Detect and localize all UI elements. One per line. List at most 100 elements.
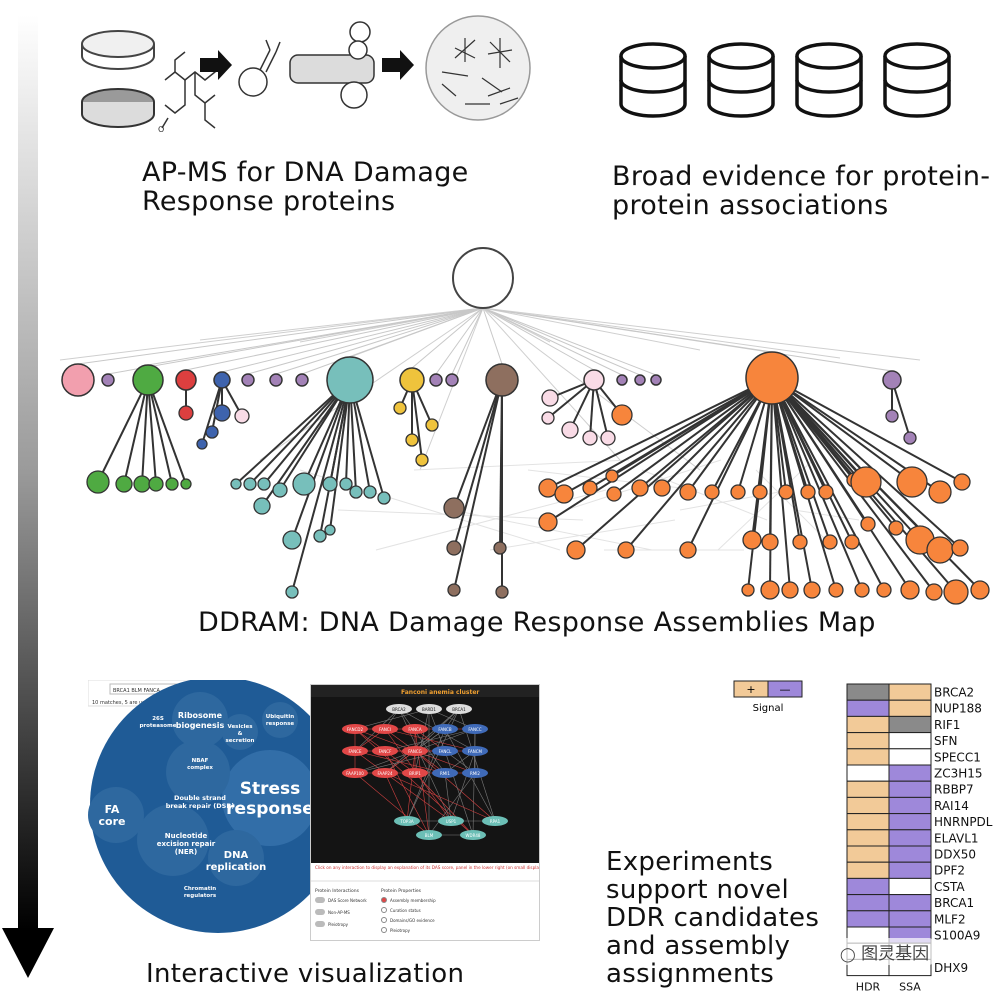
tree-edge [769, 377, 773, 591]
tree-edge [291, 379, 351, 541]
toggle-switch[interactable] [315, 921, 325, 927]
network-node-label: FANCB [438, 727, 451, 732]
tree-node [844, 534, 860, 550]
network-node[interactable] [432, 724, 458, 734]
tree-node [253, 497, 271, 515]
tree-edge [771, 377, 961, 549]
bubble-label-ner[interactable]: excision repair [157, 840, 216, 848]
tree-edge [482, 307, 503, 365]
bubble-label-dsr[interactable]: break repair (DSR) [166, 802, 235, 810]
network-edge[interactable] [384, 728, 476, 752]
toggle-switch[interactable] [315, 909, 325, 915]
network-node[interactable] [342, 768, 368, 778]
network-edge[interactable] [354, 750, 446, 774]
network-node[interactable] [372, 746, 398, 756]
radio-button[interactable] [381, 897, 387, 903]
bubble-label-fa-core[interactable]: core [99, 815, 126, 828]
heatmap-column-label: HDR [856, 981, 881, 994]
network-node[interactable] [402, 768, 428, 778]
network-edge[interactable] [354, 772, 430, 836]
bubble-label-chromatin[interactable]: Chromatin [184, 886, 216, 892]
tree-edge [687, 377, 773, 551]
tree-edge [123, 379, 149, 485]
bubble-label-dsr[interactable]: Double strand [174, 794, 226, 802]
heatmap-gene-label: ZC3H15 [934, 767, 983, 781]
network-node[interactable] [482, 816, 508, 826]
tree-edge [771, 377, 831, 543]
bubble-label-vesicles[interactable]: secretion [226, 738, 255, 744]
bubble-label-fa-core[interactable]: FA [105, 803, 120, 816]
tree-edge [329, 379, 351, 531]
bubble-label-nbaf[interactable]: complex [187, 765, 213, 771]
network-node[interactable] [416, 830, 442, 840]
bubble-label-nbaf[interactable]: NBAF [192, 758, 209, 764]
bubble-label-stress[interactable]: response [226, 799, 314, 819]
network-node[interactable] [432, 768, 458, 778]
network-node[interactable] [342, 724, 368, 734]
heatmap-gene-label: BRCA1 [934, 896, 974, 910]
bubble-label-ner[interactable]: Nucleotide [165, 832, 208, 840]
network-node[interactable] [462, 746, 488, 756]
bubble-label-vesicles[interactable]: Vesicles [228, 724, 254, 730]
bubble-label-ribosome[interactable]: Ribosome [178, 711, 223, 720]
network-node[interactable] [342, 746, 368, 756]
network-node[interactable] [446, 704, 472, 714]
network-node[interactable] [402, 746, 428, 756]
network-node[interactable] [372, 768, 398, 778]
bubble-label-stress[interactable]: Stress [240, 779, 301, 799]
bubble-label-dna-replication[interactable]: replication [206, 862, 267, 873]
bubble-label-ner[interactable]: (NER) [175, 848, 197, 856]
tree-node [885, 409, 899, 423]
network-edge[interactable] [384, 772, 496, 822]
tree-node [761, 533, 779, 551]
bubble-label-proteasome[interactable]: 26S [152, 716, 164, 722]
watermark-text: 图灵基因 [861, 944, 930, 964]
network-edge[interactable] [414, 750, 496, 822]
bubble-label-chromatin[interactable]: regulators [184, 893, 217, 899]
toggle-switch[interactable] [315, 897, 325, 903]
panel-right-title: Protein Properties [381, 888, 422, 894]
bubble-label-ribosome[interactable]: biogenesis [176, 721, 225, 730]
network-node[interactable] [438, 816, 464, 826]
network-edge[interactable] [354, 708, 430, 730]
network-edge[interactable] [428, 772, 476, 836]
database-icon [707, 42, 775, 118]
network-edge[interactable] [444, 772, 452, 822]
bubble-label-dna-replication[interactable]: DNA [224, 850, 249, 861]
network-node[interactable] [394, 816, 420, 826]
network-node-label: FAAP100 [346, 771, 364, 776]
bubble-label-vesicles[interactable]: & [238, 731, 243, 737]
network-edge[interactable] [406, 750, 416, 822]
radio-button[interactable] [381, 907, 387, 913]
network-node[interactable] [402, 724, 428, 734]
network-edge[interactable] [384, 708, 460, 774]
tree-cluster-node [445, 373, 459, 387]
bubble-label-proteasome[interactable]: proteasome [139, 723, 176, 729]
tree-edge [451, 307, 484, 375]
heatmap-gene-label: SFN [934, 734, 958, 748]
bubble-label-ubiquitin[interactable]: Ubiquitin [266, 714, 295, 720]
radio-button[interactable] [381, 927, 387, 933]
network-edge[interactable] [414, 772, 474, 836]
tree-edge [482, 307, 623, 376]
network-node[interactable] [386, 704, 412, 714]
network-node[interactable] [372, 724, 398, 734]
tree-root-node [452, 247, 514, 309]
network-node[interactable] [432, 746, 458, 756]
heatmap-cell [888, 861, 932, 879]
timeline-arrow [0, 0, 60, 996]
network-edge[interactable] [384, 772, 408, 822]
radio-button[interactable] [381, 917, 387, 923]
network-node[interactable] [462, 724, 488, 734]
panel-right-item: Curation status [390, 908, 421, 913]
interactive-caption: Interactive visualization [146, 959, 465, 989]
bubble-label-ubiquitin[interactable]: response [266, 721, 295, 727]
network-node[interactable] [460, 830, 486, 840]
network-edge[interactable] [450, 750, 476, 822]
tree-edge [235, 379, 351, 485]
network-node[interactable] [416, 704, 442, 714]
network-node-label: FANCC [468, 727, 481, 732]
tree-node [600, 430, 616, 446]
network-node[interactable] [462, 768, 488, 778]
